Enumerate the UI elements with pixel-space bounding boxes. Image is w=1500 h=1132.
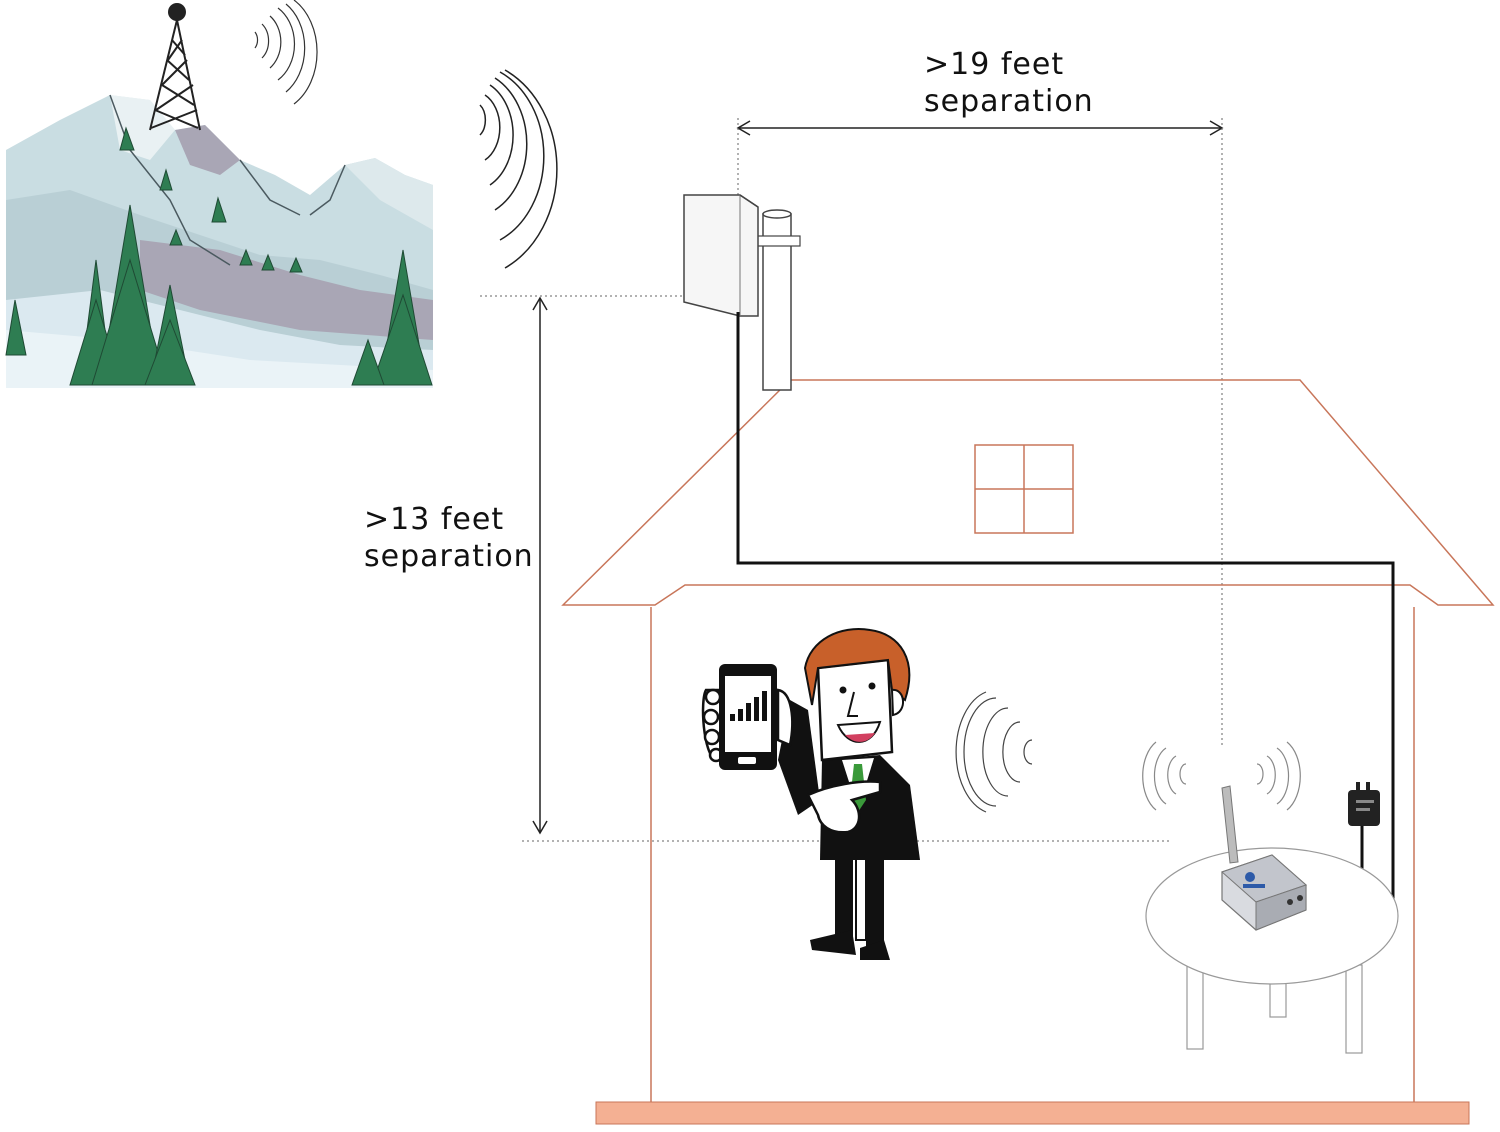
vertical-separation-line1: >13 feet [364, 502, 505, 537]
horizontal-separation-label: >19 feet separation [924, 46, 1094, 120]
horizontal-separation-line1: >19 feet [924, 47, 1065, 82]
incoming-signal-waves [479, 69, 558, 269]
pine-trees [5, 126, 433, 386]
cell-tower-icon [149, 3, 201, 131]
indoor-signal-waves [955, 691, 1033, 813]
smartphone-icon [719, 664, 777, 770]
person-icon [701, 628, 920, 960]
signal-booster-icon [1221, 785, 1307, 931]
outdoor-antenna-pole [751, 209, 801, 391]
house-floor [595, 1101, 1470, 1125]
house-outline [561, 379, 1495, 1102]
vertical-separation-label: >13 feet separation [364, 501, 534, 575]
vertical-dimension [480, 295, 1170, 842]
power-adapter-icon [1348, 782, 1380, 826]
tower-signal-waves [254, 0, 318, 105]
mountain-landscape [6, 70, 433, 388]
vertical-separation-line2: separation [364, 539, 534, 574]
booster-signal-waves [1142, 741, 1301, 811]
panel-antenna-icon [683, 194, 759, 317]
horizontal-dimension [736, 118, 1224, 745]
horizontal-separation-line2: separation [924, 84, 1094, 119]
